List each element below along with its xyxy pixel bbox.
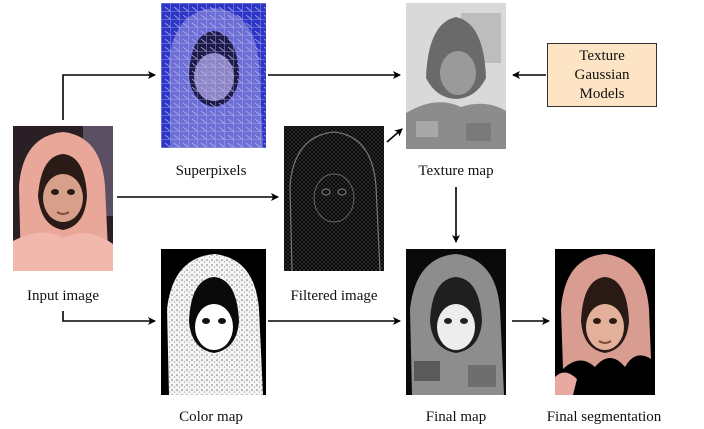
filtered-image (284, 126, 384, 271)
model-box-line-2: Gaussian (574, 66, 630, 83)
label-final-map: Final map (425, 409, 487, 425)
input-image-photo (13, 126, 113, 271)
arrow-input-to-superpixels (62, 71, 156, 120)
model-box-line-1: Texture (579, 47, 625, 64)
model-box-line-3: Models (579, 85, 625, 102)
color-map-image (161, 249, 266, 395)
final-segmentation-image (555, 249, 655, 395)
arrow-filtered-to-texture (386, 128, 403, 143)
label-color-map: Color map (179, 409, 243, 425)
label-filtered-image: Filtered image (290, 288, 378, 304)
label-superpixels: Superpixels (175, 163, 247, 179)
label-texture-map: Texture map (418, 163, 494, 179)
arrow-input-to-color (62, 311, 156, 325)
superpixels-image (161, 3, 266, 148)
texture-map-image (406, 3, 506, 149)
label-input-image: Input image (26, 288, 100, 304)
texture-gaussian-models-box: Texture Gaussian Models (547, 43, 657, 107)
final-map-image (406, 249, 506, 395)
label-final-segmentation: Final segmentation (546, 409, 662, 425)
